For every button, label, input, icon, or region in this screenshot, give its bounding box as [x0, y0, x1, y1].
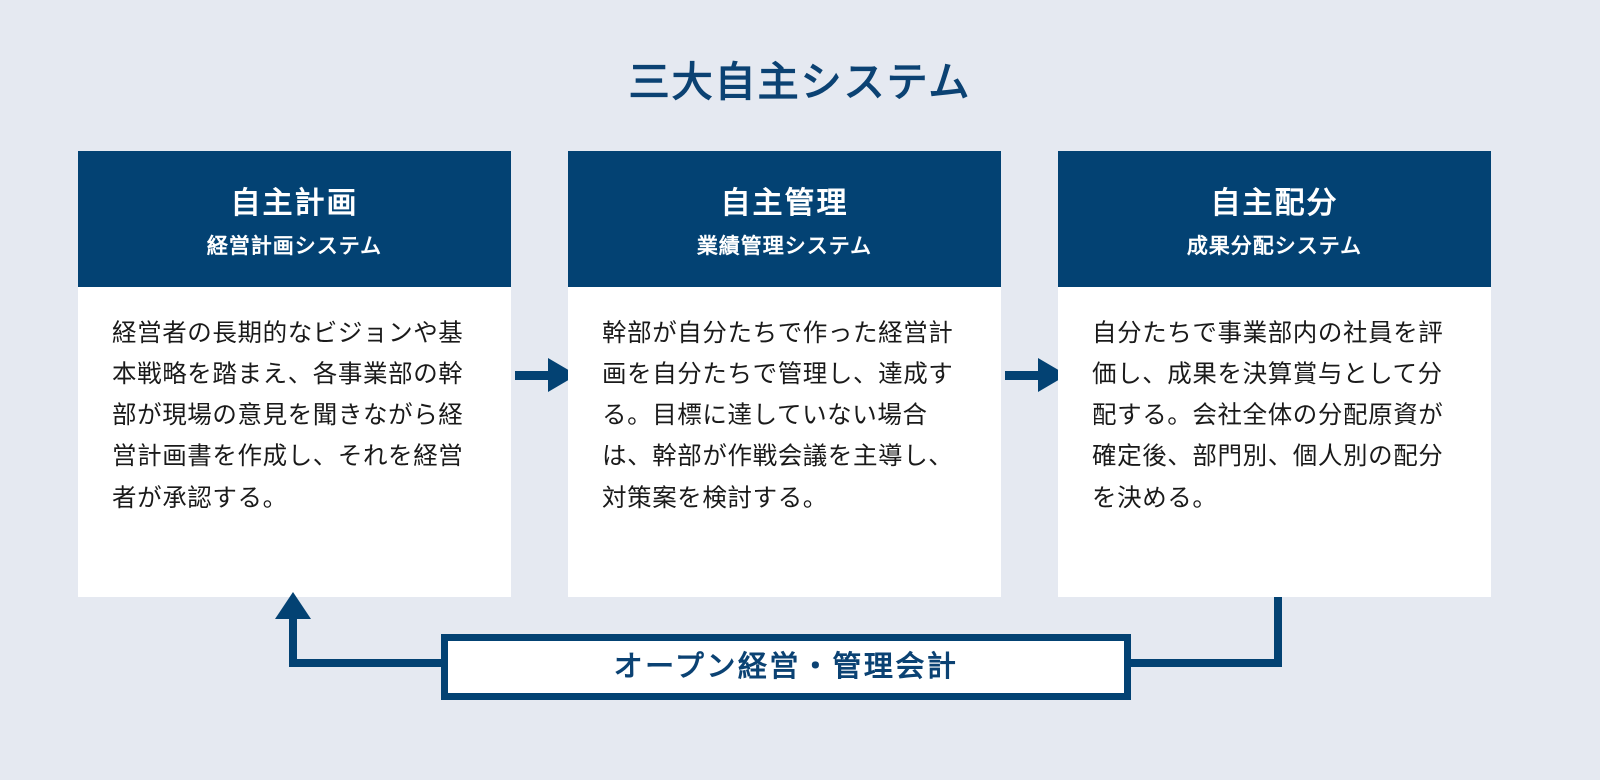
- arrow-shaft: [515, 371, 553, 380]
- footer-banner: オープン経営・管理会計: [441, 634, 1131, 700]
- arrow-up-icon: [275, 592, 311, 619]
- footer-label: オープン経営・管理会計: [613, 650, 959, 683]
- card-jishu-kanri: 自主管理 業績管理システム 幹部が自分たちで作った経営計画を自分たちで管理し、達…: [568, 151, 1001, 597]
- card-title: 自主計画: [230, 187, 359, 221]
- arrow-shaft: [1005, 371, 1043, 380]
- card-header: 自主配分 成果分配システム: [1058, 151, 1491, 287]
- card-subtitle: 業績管理システム: [696, 234, 873, 258]
- loop-connector-left-horizontal: [289, 659, 448, 667]
- page-title: 三大自主システム: [628, 59, 972, 105]
- card-body-text: 経営者の長期的なビジョンや基本戦略を踏まえ、各事業部の幹部が現場の意見を聞きなが…: [112, 320, 464, 512]
- card-title: 自主配分: [1210, 187, 1339, 221]
- card-header: 自主計画 経営計画システム: [78, 151, 511, 287]
- loop-connector-left-vertical: [289, 610, 297, 667]
- card-title: 自主管理: [720, 187, 849, 221]
- card-subtitle: 成果分配システム: [1186, 234, 1363, 258]
- loop-connector-right-horizontal: [1124, 659, 1282, 667]
- card-jishu-haibun: 自主配分 成果分配システム 自分たちで事業部内の社員を評価し、成果を決算賞与とし…: [1058, 151, 1491, 597]
- loop-connector-right-vertical: [1274, 597, 1282, 667]
- card-body-text: 幹部が自分たちで作った経営計画を自分たちで管理し、達成する。目標に達していない場…: [602, 320, 954, 512]
- card-body-text: 自分たちで事業部内の社員を評価し、成果を決算賞与として分配する。会社全体の分配原…: [1092, 320, 1444, 512]
- card-jishu-keikaku: 自主計画 経営計画システム 経営者の長期的なビジョンや基本戦略を踏まえ、各事業部…: [78, 151, 511, 597]
- card-subtitle: 経営計画システム: [206, 234, 383, 258]
- card-header: 自主管理 業績管理システム: [568, 151, 1001, 287]
